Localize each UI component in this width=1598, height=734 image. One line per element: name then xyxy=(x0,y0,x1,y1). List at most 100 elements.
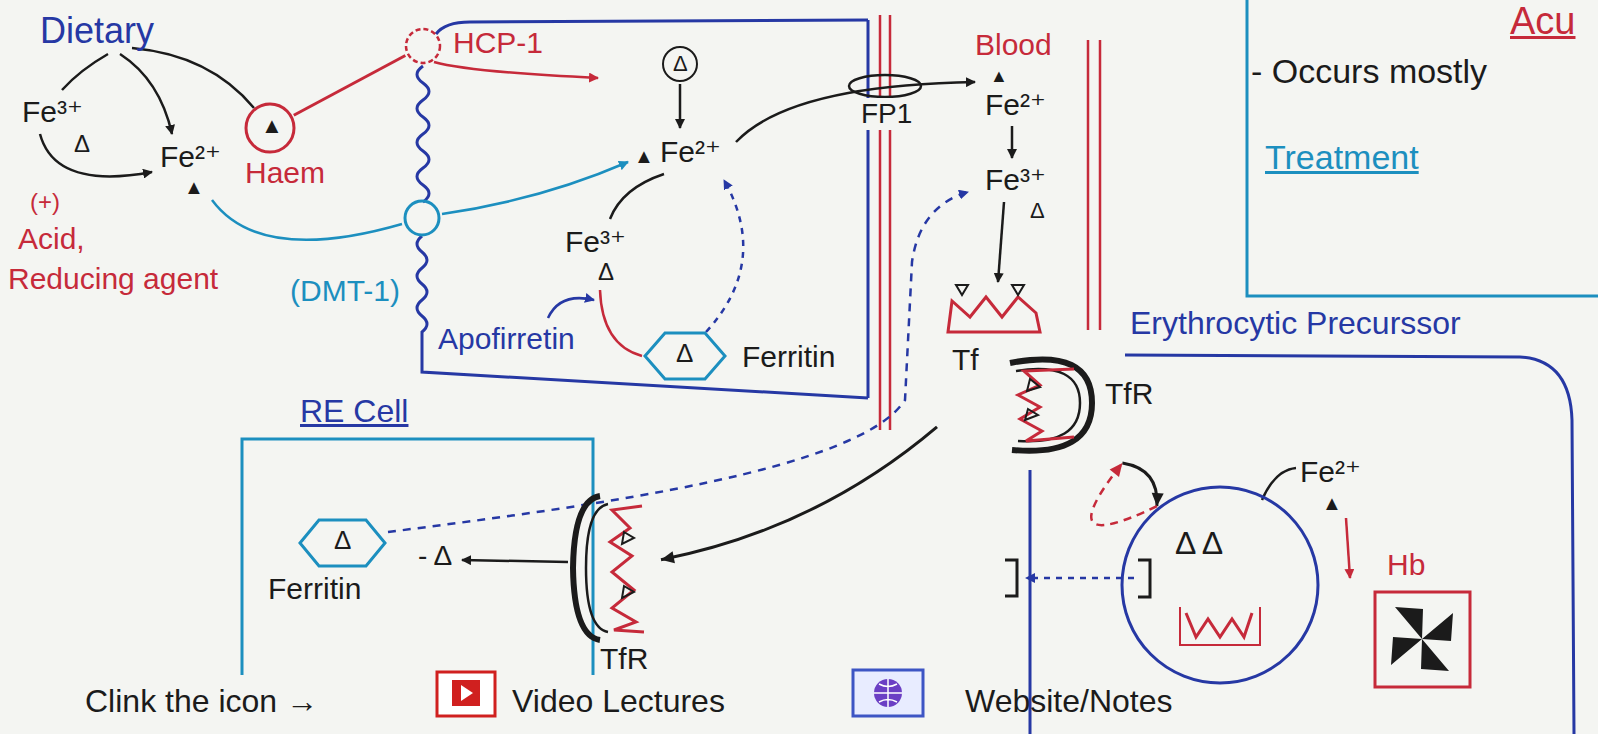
iron-symbol: ▲ xyxy=(634,145,654,168)
flow-line xyxy=(1122,463,1157,506)
website-icon xyxy=(874,679,902,707)
video-icon xyxy=(452,680,480,706)
transferrin-symbol xyxy=(948,297,1040,332)
haemoglobin-box xyxy=(1375,592,1470,687)
node-label: RE Cell xyxy=(300,393,408,430)
release-arrow xyxy=(706,180,743,332)
footer-label: Clink the icon → xyxy=(85,683,318,720)
ion-label: Fe³⁺ xyxy=(985,163,1046,198)
heading-label: Dietary xyxy=(40,10,154,51)
node-label: - Occurs mostly xyxy=(1251,52,1487,91)
brush-border xyxy=(417,66,429,202)
node-label: Erythrocytic Precurssor xyxy=(1130,305,1461,342)
recycle-arrow xyxy=(1026,577,1134,580)
website-icon xyxy=(874,679,902,707)
iron-circle xyxy=(663,47,697,81)
notes-panel: Acu - Occurs mostlyTreatment xyxy=(1245,0,1598,298)
cell-region: Erythrocytic PrecurssorΔ ΔHb xyxy=(1000,305,1598,734)
cell-membrane xyxy=(417,236,868,398)
arrow-head xyxy=(661,551,675,563)
ferritin-hexagon: Δ Ferritin xyxy=(640,330,860,385)
flow-arrow xyxy=(661,427,937,563)
flow-arrow xyxy=(294,55,406,115)
release-arrow xyxy=(462,560,568,562)
apotransferrin-symbol xyxy=(1180,607,1260,645)
ferritin-hexagon: Δ Ferritin xyxy=(268,517,408,612)
node-label: Tf xyxy=(952,343,979,378)
website-icon xyxy=(853,670,923,716)
vessel-wall xyxy=(1088,40,1100,330)
ion-label: Fe²⁺ xyxy=(1300,455,1361,490)
cell-border xyxy=(242,439,593,675)
arrow-head xyxy=(1152,493,1164,506)
node-label: Ferritin xyxy=(268,572,361,607)
ferritin-hexagon xyxy=(300,520,385,566)
transporter-ellipse: FP1 xyxy=(845,72,925,134)
transporter-circle xyxy=(405,201,439,235)
synthesis-arrow xyxy=(1346,518,1350,578)
node-label: Ferritin xyxy=(740,340,837,375)
uptake-line xyxy=(212,200,402,240)
node-label: (DMT-1) xyxy=(290,274,400,309)
release-line xyxy=(1262,468,1296,500)
endosome-circle: Δ Δ xyxy=(1120,485,1320,685)
release-arrow xyxy=(679,84,682,128)
note-label: (+) xyxy=(30,188,60,216)
apoferritin-arrow xyxy=(548,298,594,318)
footer-label: Website/Notes xyxy=(965,683,1173,720)
iron-symbol: Δ xyxy=(598,258,614,286)
iron-symbol: Δ xyxy=(673,51,688,76)
vessel-wall xyxy=(880,15,890,430)
iron-symbol: Δ xyxy=(74,130,90,158)
iron-symbol: ▲ xyxy=(184,176,204,199)
endosome-circle-outline xyxy=(1120,485,1320,685)
ion-label: Fe²⁺ xyxy=(660,135,721,170)
arrow-head xyxy=(1110,463,1123,477)
transporter-ellipse xyxy=(849,75,921,97)
iron-symbol xyxy=(622,532,634,598)
node-label: FP1 xyxy=(859,98,914,130)
bracket-symbol xyxy=(1005,560,1017,596)
haem-uptake-arrow xyxy=(434,62,598,78)
video-icon xyxy=(437,672,495,716)
transporter-circle xyxy=(406,29,440,63)
note-label: Reducing agent xyxy=(8,262,218,297)
flow-arrow xyxy=(1122,463,1163,506)
node-label: Treatment xyxy=(1265,138,1419,177)
node-label: ▲ xyxy=(261,113,283,138)
branch-line xyxy=(132,48,254,108)
flow-line xyxy=(1091,463,1157,525)
region-label: Blood xyxy=(975,28,1052,63)
transporter-circle: HCP-1 xyxy=(405,26,555,71)
receptor-symbol xyxy=(1016,369,1080,441)
node-label: Δ xyxy=(676,339,693,369)
footer-label: Video Lectures xyxy=(512,683,725,720)
storage-line xyxy=(600,290,642,356)
transferrin-receptor: TfTfR xyxy=(940,285,1160,460)
oxidation-line xyxy=(610,174,664,219)
bracket-symbol xyxy=(1138,560,1150,597)
oxidation-arrow xyxy=(1011,126,1014,158)
reduction-arrow xyxy=(40,134,152,176)
iron-symbol xyxy=(1025,379,1040,420)
flow-line xyxy=(661,427,937,560)
transferrin-symbol xyxy=(1018,369,1074,441)
video-icon xyxy=(461,685,473,701)
node-label: Acu xyxy=(1510,0,1575,44)
receptor-symbol xyxy=(1010,359,1092,450)
flow-line xyxy=(294,55,406,115)
branch-arrow xyxy=(120,54,172,134)
receptor-bracket: TfR xyxy=(558,490,658,681)
endosome-circle xyxy=(1122,487,1318,683)
node-label: TfR xyxy=(1105,377,1153,412)
haemoglobin-symbol xyxy=(1391,607,1453,671)
iron-symbol xyxy=(956,285,1024,295)
receptor-symbol xyxy=(586,504,608,632)
apotransferrin-symbol xyxy=(1186,613,1252,637)
node-label: Δ xyxy=(334,526,351,556)
panel-border xyxy=(1247,0,1598,296)
node-label: HCP-1 xyxy=(453,26,543,61)
node-label: Δ Δ xyxy=(1175,525,1223,562)
ion-label: Fe²⁺ xyxy=(985,88,1046,123)
